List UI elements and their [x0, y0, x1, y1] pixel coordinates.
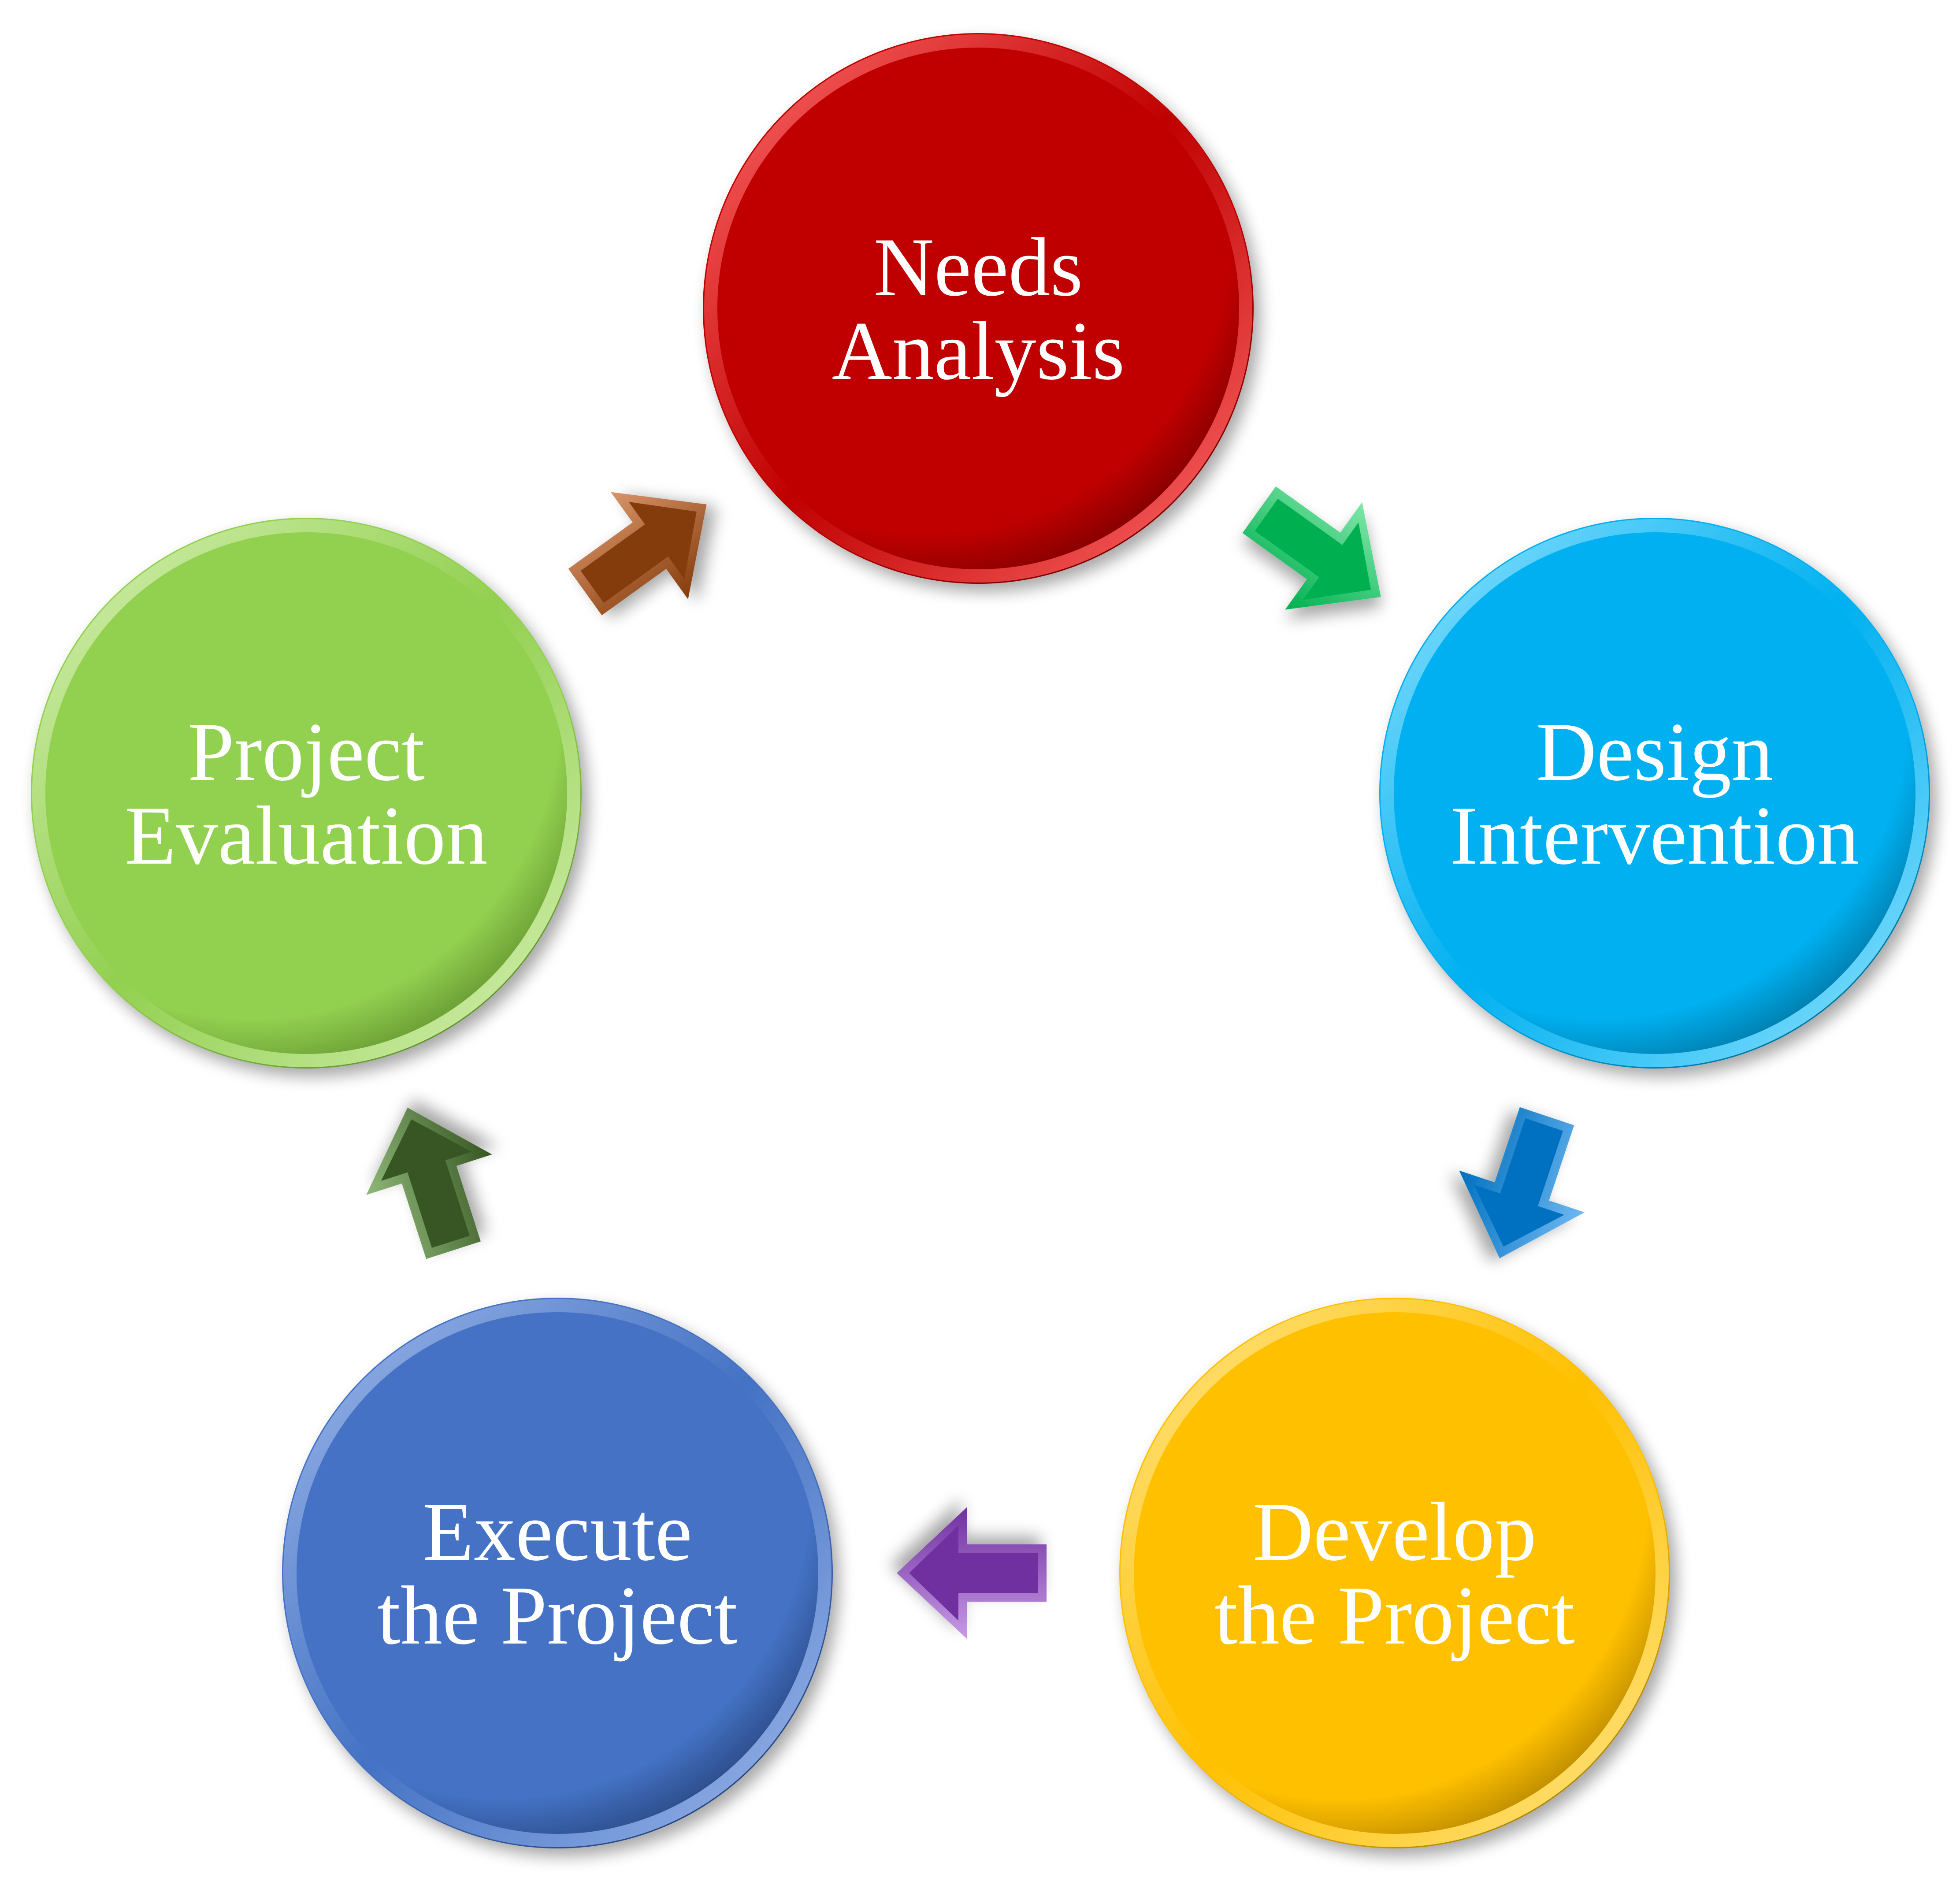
stage-label-project-evaluation-line-2: Evaluation	[125, 790, 487, 882]
stage-label-design-intervention-line-1: Design	[1536, 706, 1773, 798]
stage-circle-develop-the-project	[1119, 1298, 1670, 1848]
stage-rim-project-evaluation	[32, 519, 580, 1067]
stage-label-design-intervention-line-2: Intervention	[1450, 790, 1860, 882]
stage-label-project-evaluation-line-1: Project	[188, 706, 425, 798]
stage-rim-execute-the-project	[283, 1299, 832, 1847]
arrow-execute-to-evaluation-inner	[381, 1119, 472, 1248]
arrow-needs-to-design	[1242, 486, 1381, 610]
stage-circle-needs-analysis	[703, 33, 1254, 584]
arrow-needs-to-design-inner	[1255, 498, 1371, 600]
stage-rim-design-intervention	[1381, 519, 1929, 1067]
stage-circle-execute-the-project	[282, 1298, 833, 1848]
arrow-design-to-develop-inner	[1474, 1118, 1564, 1247]
arrow-execute-to-evaluation	[366, 1107, 492, 1259]
arrow-design-to-develop	[1459, 1107, 1585, 1258]
stage-circle-project-evaluation	[31, 518, 582, 1069]
stage-rim-needs-analysis	[704, 34, 1252, 583]
stage-label-needs-analysis-line-2: Analysis	[832, 305, 1125, 397]
arrow-layer	[366, 486, 1585, 1639]
stage-rim-develop-the-project	[1121, 1299, 1669, 1847]
stage-layer: NeedsAnalysisDesignInterventionDevelopth…	[31, 33, 1930, 1848]
arrow-develop-to-execute	[897, 1507, 1047, 1639]
stage-circle-design-intervention	[1379, 518, 1930, 1069]
stage-label-develop-the-project-line-1: Develop	[1253, 1486, 1537, 1578]
stage-label-develop-the-project-line-2: the Project	[1214, 1570, 1575, 1662]
arrow-evaluation-to-needs-inner	[580, 502, 697, 603]
arrow-develop-to-execute-inner	[909, 1525, 1038, 1621]
stage-label-execute-the-project-line-1: Execute	[423, 1486, 692, 1578]
stage-label-needs-analysis-line-1: Needs	[874, 221, 1083, 314]
arrow-evaluation-to-needs	[568, 492, 707, 616]
stage-label-execute-the-project-line-2: the Project	[377, 1570, 738, 1662]
